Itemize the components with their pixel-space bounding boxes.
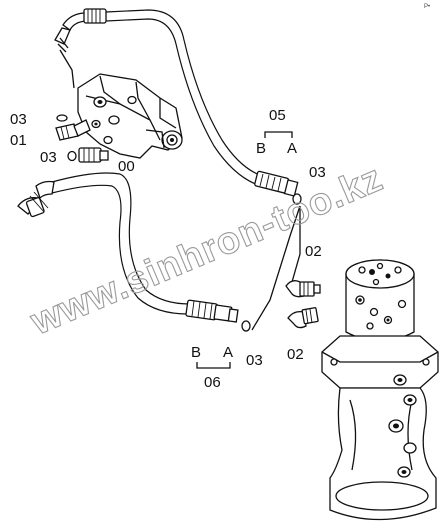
label-03-mid: 03 [40,149,57,166]
label-06-b: B [191,344,201,361]
label-02-bottom: 02 [287,346,304,363]
elbow-fitting-02-top [285,280,321,298]
fitting-00 [67,147,109,163]
corner-mark: P• [424,4,430,10]
label-00: 00 [118,158,135,175]
label-01: 01 [10,132,27,149]
o-ring-03-top [56,114,68,122]
lead-line-top [59,49,75,89]
lead-line-02 [291,206,301,283]
label-03-top: 03 [10,111,27,128]
label-03-bottom: 03 [246,352,263,369]
bracket-06 [196,362,231,369]
hose-05 [54,8,299,197]
label-06-a: A [223,344,233,361]
elbow-fitting-01 [55,119,91,141]
label-03-right: 03 [309,164,326,181]
label-05: 05 [269,107,286,124]
label-06: 06 [204,374,221,391]
o-ring-03-bottom [241,320,251,332]
elbow-fitting-02-bottom [287,307,319,329]
label-05-b: B [256,140,266,157]
bracket-05 [264,131,293,138]
lead-line-right [251,205,301,331]
swivel-joint [321,259,439,521]
label-05-a: A [287,140,297,157]
label-02-top: 02 [305,243,322,260]
o-ring-03-right [292,193,302,205]
o-ring-03-mid [67,150,77,162]
hose-06 [17,172,239,323]
valve-block [77,73,183,159]
